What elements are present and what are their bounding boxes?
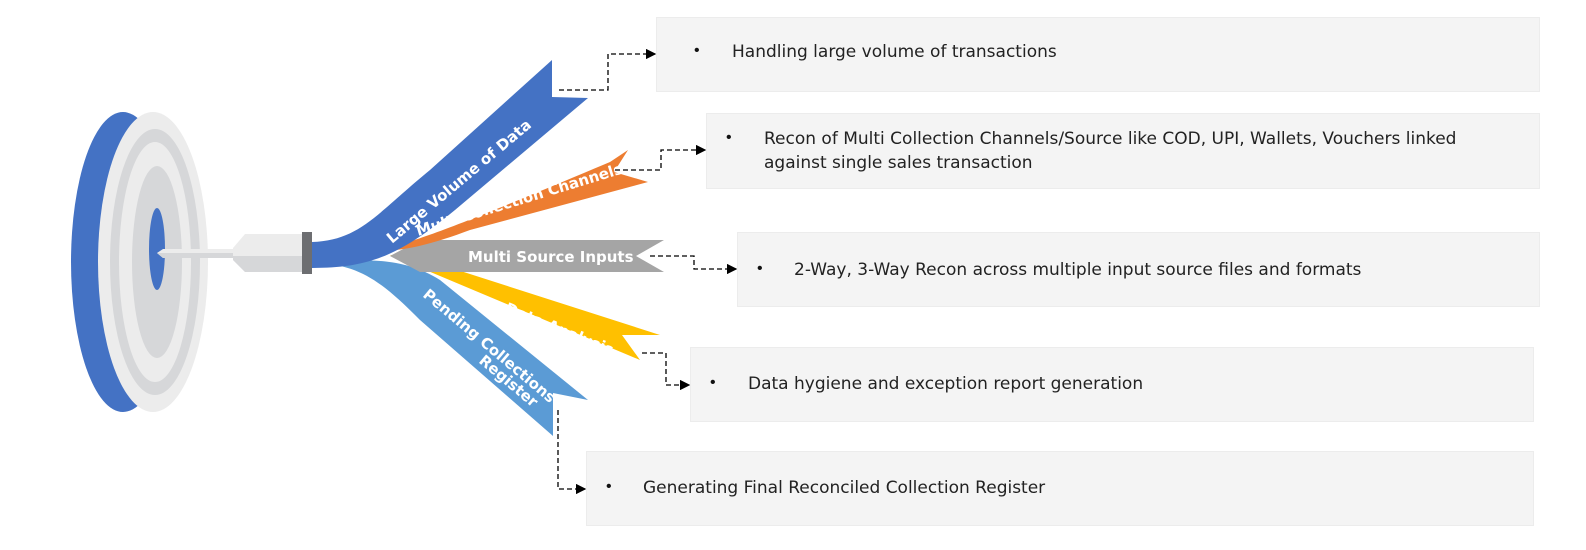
bullet: •	[726, 129, 732, 146]
box-text: Generating Final Reconciled Collection R…	[643, 478, 1046, 498]
ribbon-multi-collection-channels	[380, 150, 648, 251]
connector-5	[557, 410, 587, 495]
info-box-large-volume: • Handling large volume of transactions	[656, 17, 1540, 92]
bullet: •	[606, 478, 612, 495]
ribbon-pending-collections	[312, 260, 588, 436]
bullet: •	[694, 42, 700, 59]
bullet: •	[710, 374, 716, 391]
ribbon-data-analysis	[390, 255, 660, 360]
box-text: Handling large volume of transactions	[732, 42, 1057, 62]
connector-2	[615, 144, 707, 171]
dart-arrow-icon	[157, 232, 312, 274]
info-box-multi-collection: • Recon of Multi Collection Channels/Sou…	[706, 113, 1540, 189]
box-text-line2: against single sales transaction	[764, 153, 1033, 173]
info-box-data-analysis: • Data hygiene and exception report gene…	[690, 347, 1534, 422]
ribbon-multi-source-inputs	[390, 240, 664, 272]
box-text: Data hygiene and exception report genera…	[748, 374, 1144, 394]
ribbon-label-multi-source: Multi Source Inputs	[468, 248, 634, 266]
connector-3	[650, 255, 738, 275]
box-text: 2-Way, 3-Way Recon across multiple input…	[794, 260, 1362, 280]
box-text: Recon of Multi Collection Channels/Sourc…	[764, 129, 1457, 149]
bullet: •	[757, 260, 763, 277]
connector-1	[559, 48, 657, 91]
target-dartboard-icon	[71, 112, 208, 412]
connector-4	[642, 352, 691, 391]
info-box-final-register: • Generating Final Reconciled Collection…	[586, 451, 1534, 526]
info-box-multi-source: • 2-Way, 3-Way Recon across multiple inp…	[737, 232, 1540, 307]
ribbon-large-volume	[312, 60, 588, 268]
